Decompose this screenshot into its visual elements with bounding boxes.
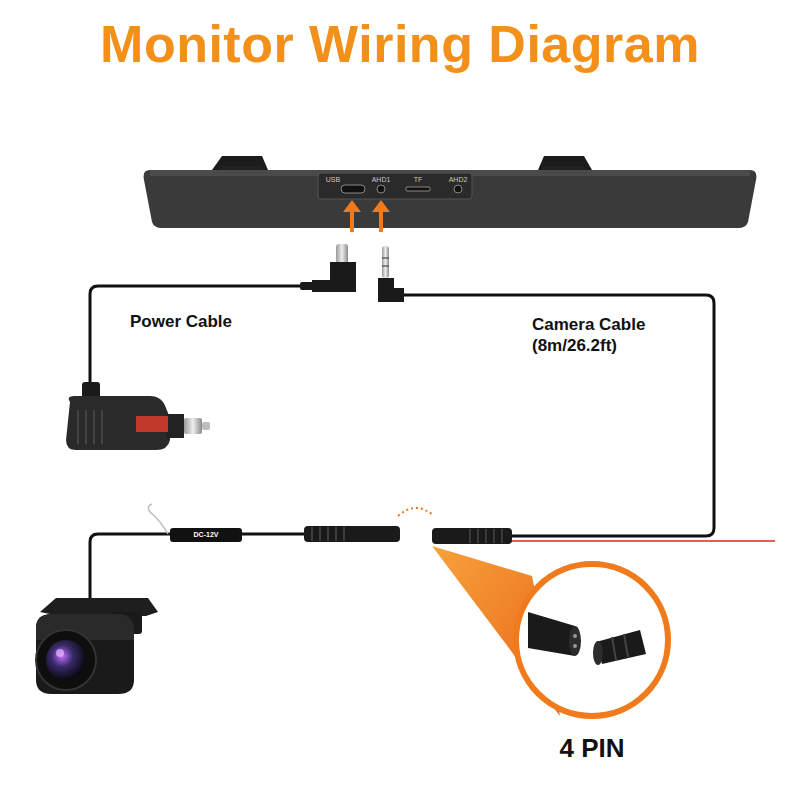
- port-label: AHD1: [372, 176, 391, 183]
- monitor: [144, 156, 757, 228]
- voltage-tag: DC-12V: [193, 531, 220, 539]
- pin-detail: [432, 546, 668, 716]
- power-cable: [90, 244, 356, 392]
- cable-label: Camera Cable (8m/26.2ft): [532, 314, 682, 356]
- port-label: AHD2: [449, 176, 468, 183]
- cable-label: Power Cable: [130, 311, 232, 332]
- diagram-title: Monitor Wiring Diagram: [100, 14, 700, 74]
- camera-cable: [90, 246, 775, 606]
- port-arrows: [343, 200, 390, 232]
- port-label: USB: [326, 176, 340, 183]
- rear-camera: [36, 598, 158, 694]
- car-charger: [66, 382, 210, 450]
- port-label: TF: [414, 176, 423, 183]
- pin-label: 4 PIN: [559, 733, 624, 764]
